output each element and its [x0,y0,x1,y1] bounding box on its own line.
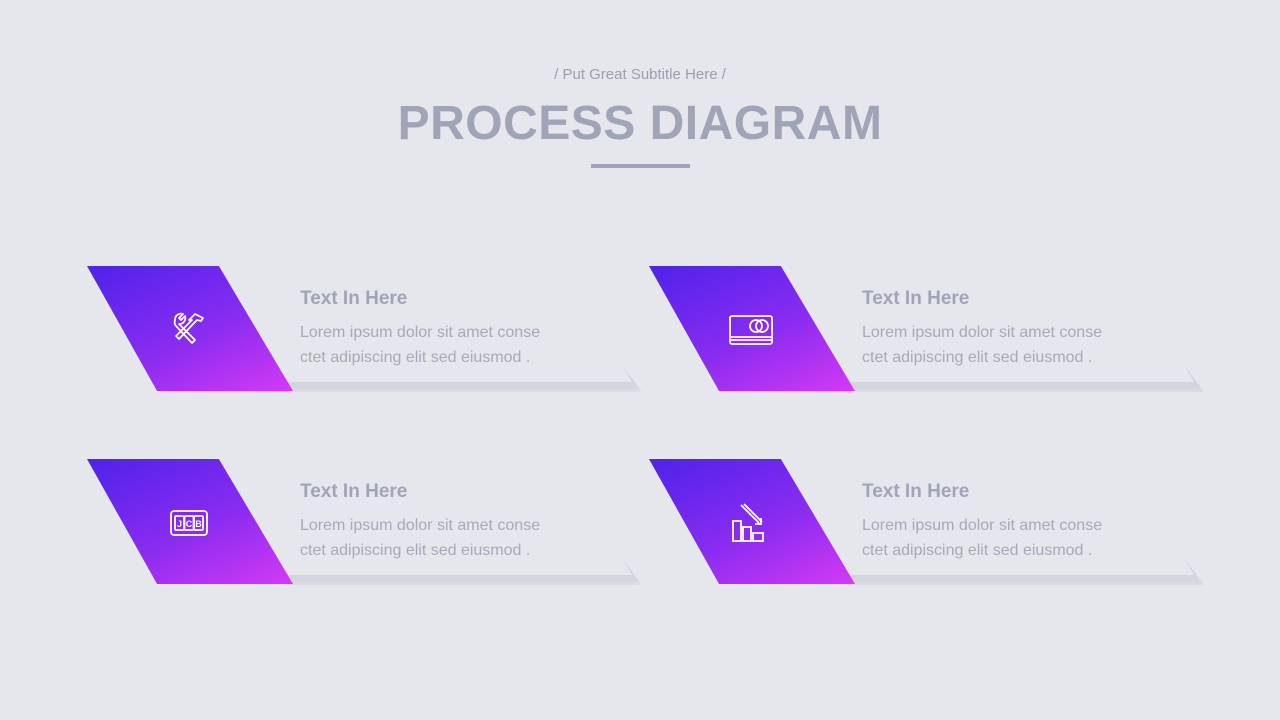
description-line: ctet adipiscing elit sed eiusmod . [862,349,1093,366]
process-step-4: Text In Here Lorem ipsum dolor sit amet … [649,459,1209,599]
step-heading: Text In Here [300,481,408,502]
step-description: Lorem ipsum dolor sit amet conse ctet adi… [862,513,1142,563]
step-description: Lorem ipsum dolor sit amet conse ctet adi… [300,513,580,563]
tools-icon [173,312,204,344]
declining-chart-icon [732,503,764,542]
process-step-2: Text In Here Lorem ipsum dolor sit amet … [649,266,1209,406]
step-description: Lorem ipsum dolor sit amet conse ctet adi… [300,320,580,370]
svg-text:J: J [177,519,182,529]
description-line: ctet adipiscing elit sed eiusmod . [300,349,531,366]
step-heading: Text In Here [300,288,408,309]
process-step-3: J C B Text In Here Lorem ipsum dolor sit… [87,459,647,599]
svg-text:B: B [195,519,202,529]
description-line: Lorem ipsum dolor sit amet conse [862,324,1103,341]
step-heading: Text In Here [862,288,970,309]
credit-card-icon [729,315,773,345]
step-heading: Text In Here [862,481,970,502]
description-line: Lorem ipsum dolor sit amet conse [862,517,1103,534]
description-line: ctet adipiscing elit sed eiusmod . [862,542,1093,559]
description-line: ctet adipiscing elit sed eiusmod . [300,542,531,559]
card [777,274,1194,382]
card [215,274,632,382]
svg-text:C: C [186,519,193,529]
description-line: Lorem ipsum dolor sit amet conse [300,324,541,341]
subtitle: / Put Great Subtitle Here / [554,66,726,83]
jcb-card-icon: J C B [170,510,208,536]
card [777,467,1194,575]
process-step-1: Text In Here Lorem ipsum dolor sit amet … [87,266,647,406]
description-line: Lorem ipsum dolor sit amet conse [300,517,541,534]
step-description: Lorem ipsum dolor sit amet conse ctet adi… [862,320,1142,370]
title-underline [591,164,690,168]
card [215,467,632,575]
page-title: PROCESS DIAGRAM [397,97,883,150]
